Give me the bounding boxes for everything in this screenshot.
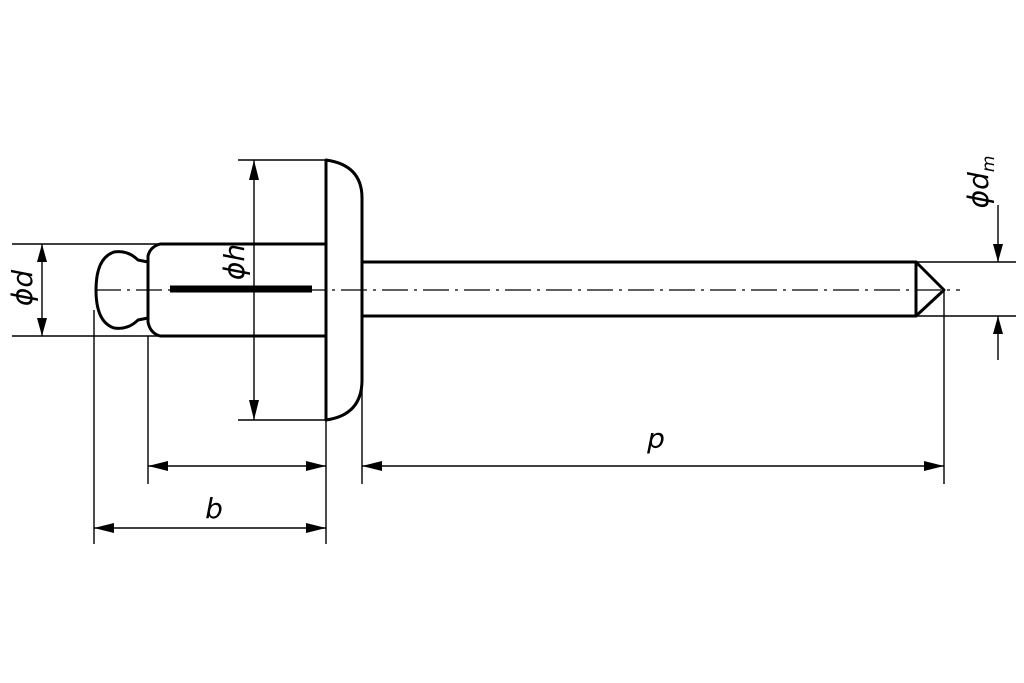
arrow-b-left [94, 523, 114, 533]
arrow-d-bottom [37, 318, 47, 336]
arrow-sleeve-right [306, 461, 326, 471]
arrow-d-top [37, 244, 47, 262]
rivet-body [146, 242, 328, 338]
mandrel-head [94, 250, 150, 330]
label-phi-dm: ϕdm [962, 156, 999, 209]
label-phi-d: ϕd [6, 270, 39, 306]
label-phi-h: ϕh [218, 244, 251, 280]
label-p: p [646, 422, 665, 455]
arrow-p-right [924, 461, 944, 471]
arrow-h-bottom [249, 400, 259, 420]
arrow-dm-top [993, 244, 1003, 262]
mandrel-shank [360, 260, 946, 318]
arrow-p-left [362, 461, 382, 471]
arrow-h-top [249, 160, 259, 180]
arrow-sleeve-left [148, 461, 168, 471]
label-b: b [205, 492, 223, 525]
arrow-b-right [306, 523, 326, 533]
arrow-dm-bottom [993, 316, 1003, 334]
